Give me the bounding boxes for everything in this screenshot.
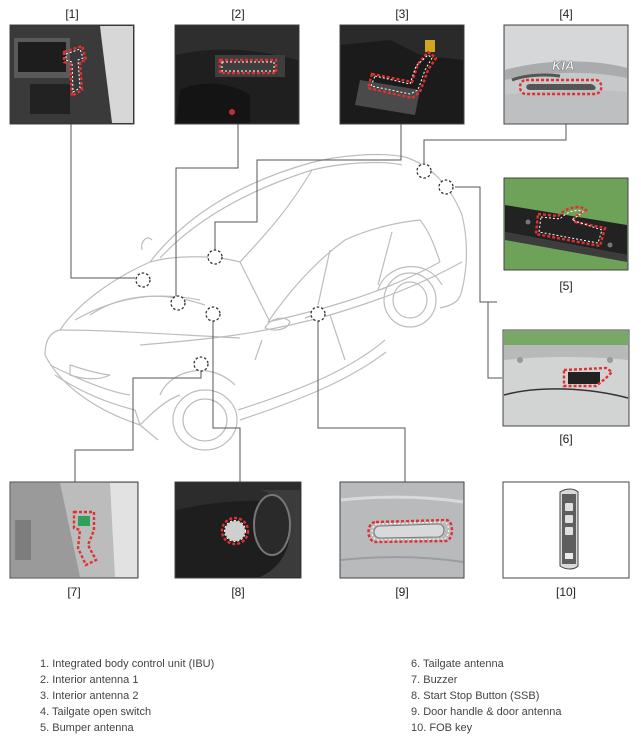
legend-item-5: 5. Bumper antenna [40, 722, 134, 734]
legend-item-2: 2. Interior antenna 1 [40, 674, 139, 686]
panel-label-8: [8] [231, 585, 244, 599]
marker-7 [193, 356, 209, 372]
leader-7 [74, 368, 202, 482]
marker-2 [170, 295, 186, 311]
legend-item-1: 1. Integrated body control unit (IBU) [40, 658, 215, 670]
location-markers [135, 163, 454, 372]
panel-label-4: [4] [559, 7, 572, 21]
panel-label-1: [1] [65, 7, 78, 21]
panel-label-9: [9] [395, 585, 408, 599]
legend-item-3: 3. Interior antenna 2 [40, 690, 139, 702]
panel-label-10: [10] [556, 585, 576, 599]
leader-4 [423, 124, 567, 163]
panel-label-6: [6] [559, 432, 572, 446]
leader-5 [455, 186, 497, 303]
photo-panel-5 [503, 177, 629, 271]
leader-8 [212, 321, 241, 482]
marker-5 [438, 179, 454, 195]
leader-6 [487, 302, 502, 379]
legend-item-7: 7. Buzzer [411, 674, 458, 686]
legend-item-6: 6. Tailgate antenna [411, 658, 504, 670]
photo-panel-4: KIA [503, 24, 629, 125]
legend-left-column: 1. Integrated body control unit (IBU) 2.… [40, 656, 214, 736]
photo-panel-6 [502, 329, 630, 427]
photo-panel-7 [9, 481, 139, 579]
panel-label-7: [7] [67, 585, 80, 599]
leader-3 [214, 124, 402, 250]
marker-1 [135, 272, 151, 288]
panel-label-3: [3] [395, 7, 408, 21]
marker-9 [310, 306, 326, 322]
leader-lines [70, 124, 567, 482]
photo-panel-1 [9, 24, 135, 125]
car-outline-drawing [44, 153, 468, 451]
photo-panel-8 [174, 481, 302, 579]
marker-3 [207, 249, 223, 265]
photo-panel-2 [174, 24, 300, 125]
leader-1 [70, 124, 135, 279]
legend-right-column: 6. Tailgate antenna 7. Buzzer 8. Start S… [411, 656, 561, 736]
panel-label-2: [2] [231, 7, 244, 21]
leader-2 [175, 124, 239, 298]
legend-item-4: 4. Tailgate open switch [40, 706, 152, 718]
marker-6 [205, 306, 221, 322]
leader-9 [317, 321, 406, 482]
legend-item-9: 9. Door handle & door antenna [411, 706, 562, 718]
legend-item-10: 10. FOB key [411, 722, 473, 734]
panel-labels: [1] [2] [3] [4] [5] [6] [7] [8] [9] [10] [65, 7, 576, 599]
panel-label-5: [5] [559, 279, 572, 293]
kia-badge-text: KIA [552, 58, 574, 73]
marker-4 [416, 163, 432, 179]
photo-panel-10 [502, 481, 630, 579]
photo-panel-3 [339, 24, 465, 125]
photo-panel-9 [339, 481, 465, 579]
legend-item-8: 8. Start Stop Button (SSB) [411, 690, 540, 702]
